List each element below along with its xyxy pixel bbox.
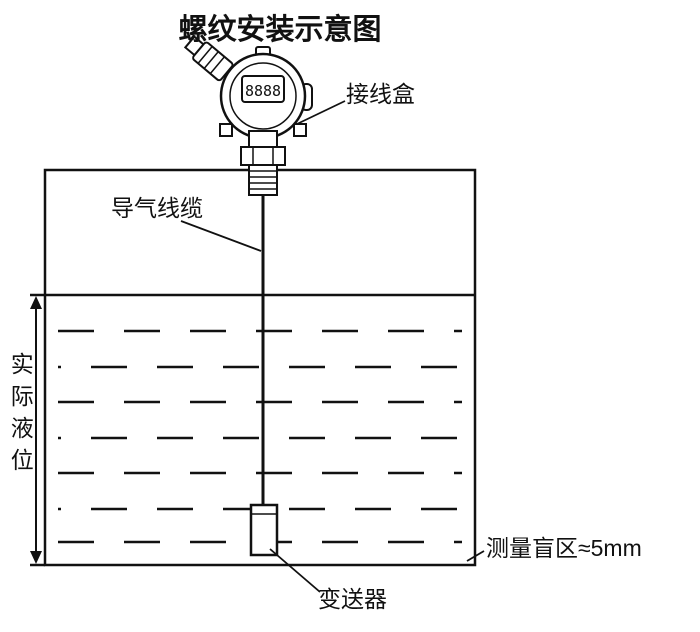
lcd-display — [241, 75, 285, 103]
gland-rib — [209, 56, 226, 75]
gland-rib — [197, 46, 213, 64]
actual-level-label: 实际液位 — [7, 352, 34, 480]
threaded-section — [248, 164, 278, 196]
leader-junction-box — [296, 100, 346, 125]
transmitter-label: 变送器 — [318, 586, 387, 612]
transmitter-device: 8888 — [183, 35, 313, 196]
lcd-display-value: 8888 — [245, 82, 281, 100]
junction-box-label: 接线盒 — [346, 81, 415, 107]
dimension-arrow-down-icon — [30, 551, 42, 564]
housing-lug-right — [293, 123, 307, 137]
leader-air-cable — [180, 220, 262, 252]
air-cable-label: 导气线缆 — [111, 195, 203, 221]
leader-lines — [180, 100, 485, 593]
leader-blind-zone — [466, 550, 485, 562]
housing-inner-circle — [229, 62, 297, 130]
probe — [249, 503, 279, 557]
level-dimension — [30, 296, 42, 564]
neck-connector — [248, 130, 278, 148]
cable-gland — [183, 35, 234, 82]
liquid-dashes — [58, 329, 462, 544]
diagram-title: 螺纹安装示意图 — [178, 14, 382, 46]
hex-nut — [240, 146, 286, 166]
blind-zone-label: 测量盲区≈5mm — [486, 535, 642, 561]
housing-lug-left — [219, 123, 233, 137]
gland-rib — [203, 51, 219, 69]
dimension-arrow-up-icon — [30, 296, 42, 309]
leader-transmitter — [269, 548, 321, 593]
probe-body — [249, 503, 279, 557]
